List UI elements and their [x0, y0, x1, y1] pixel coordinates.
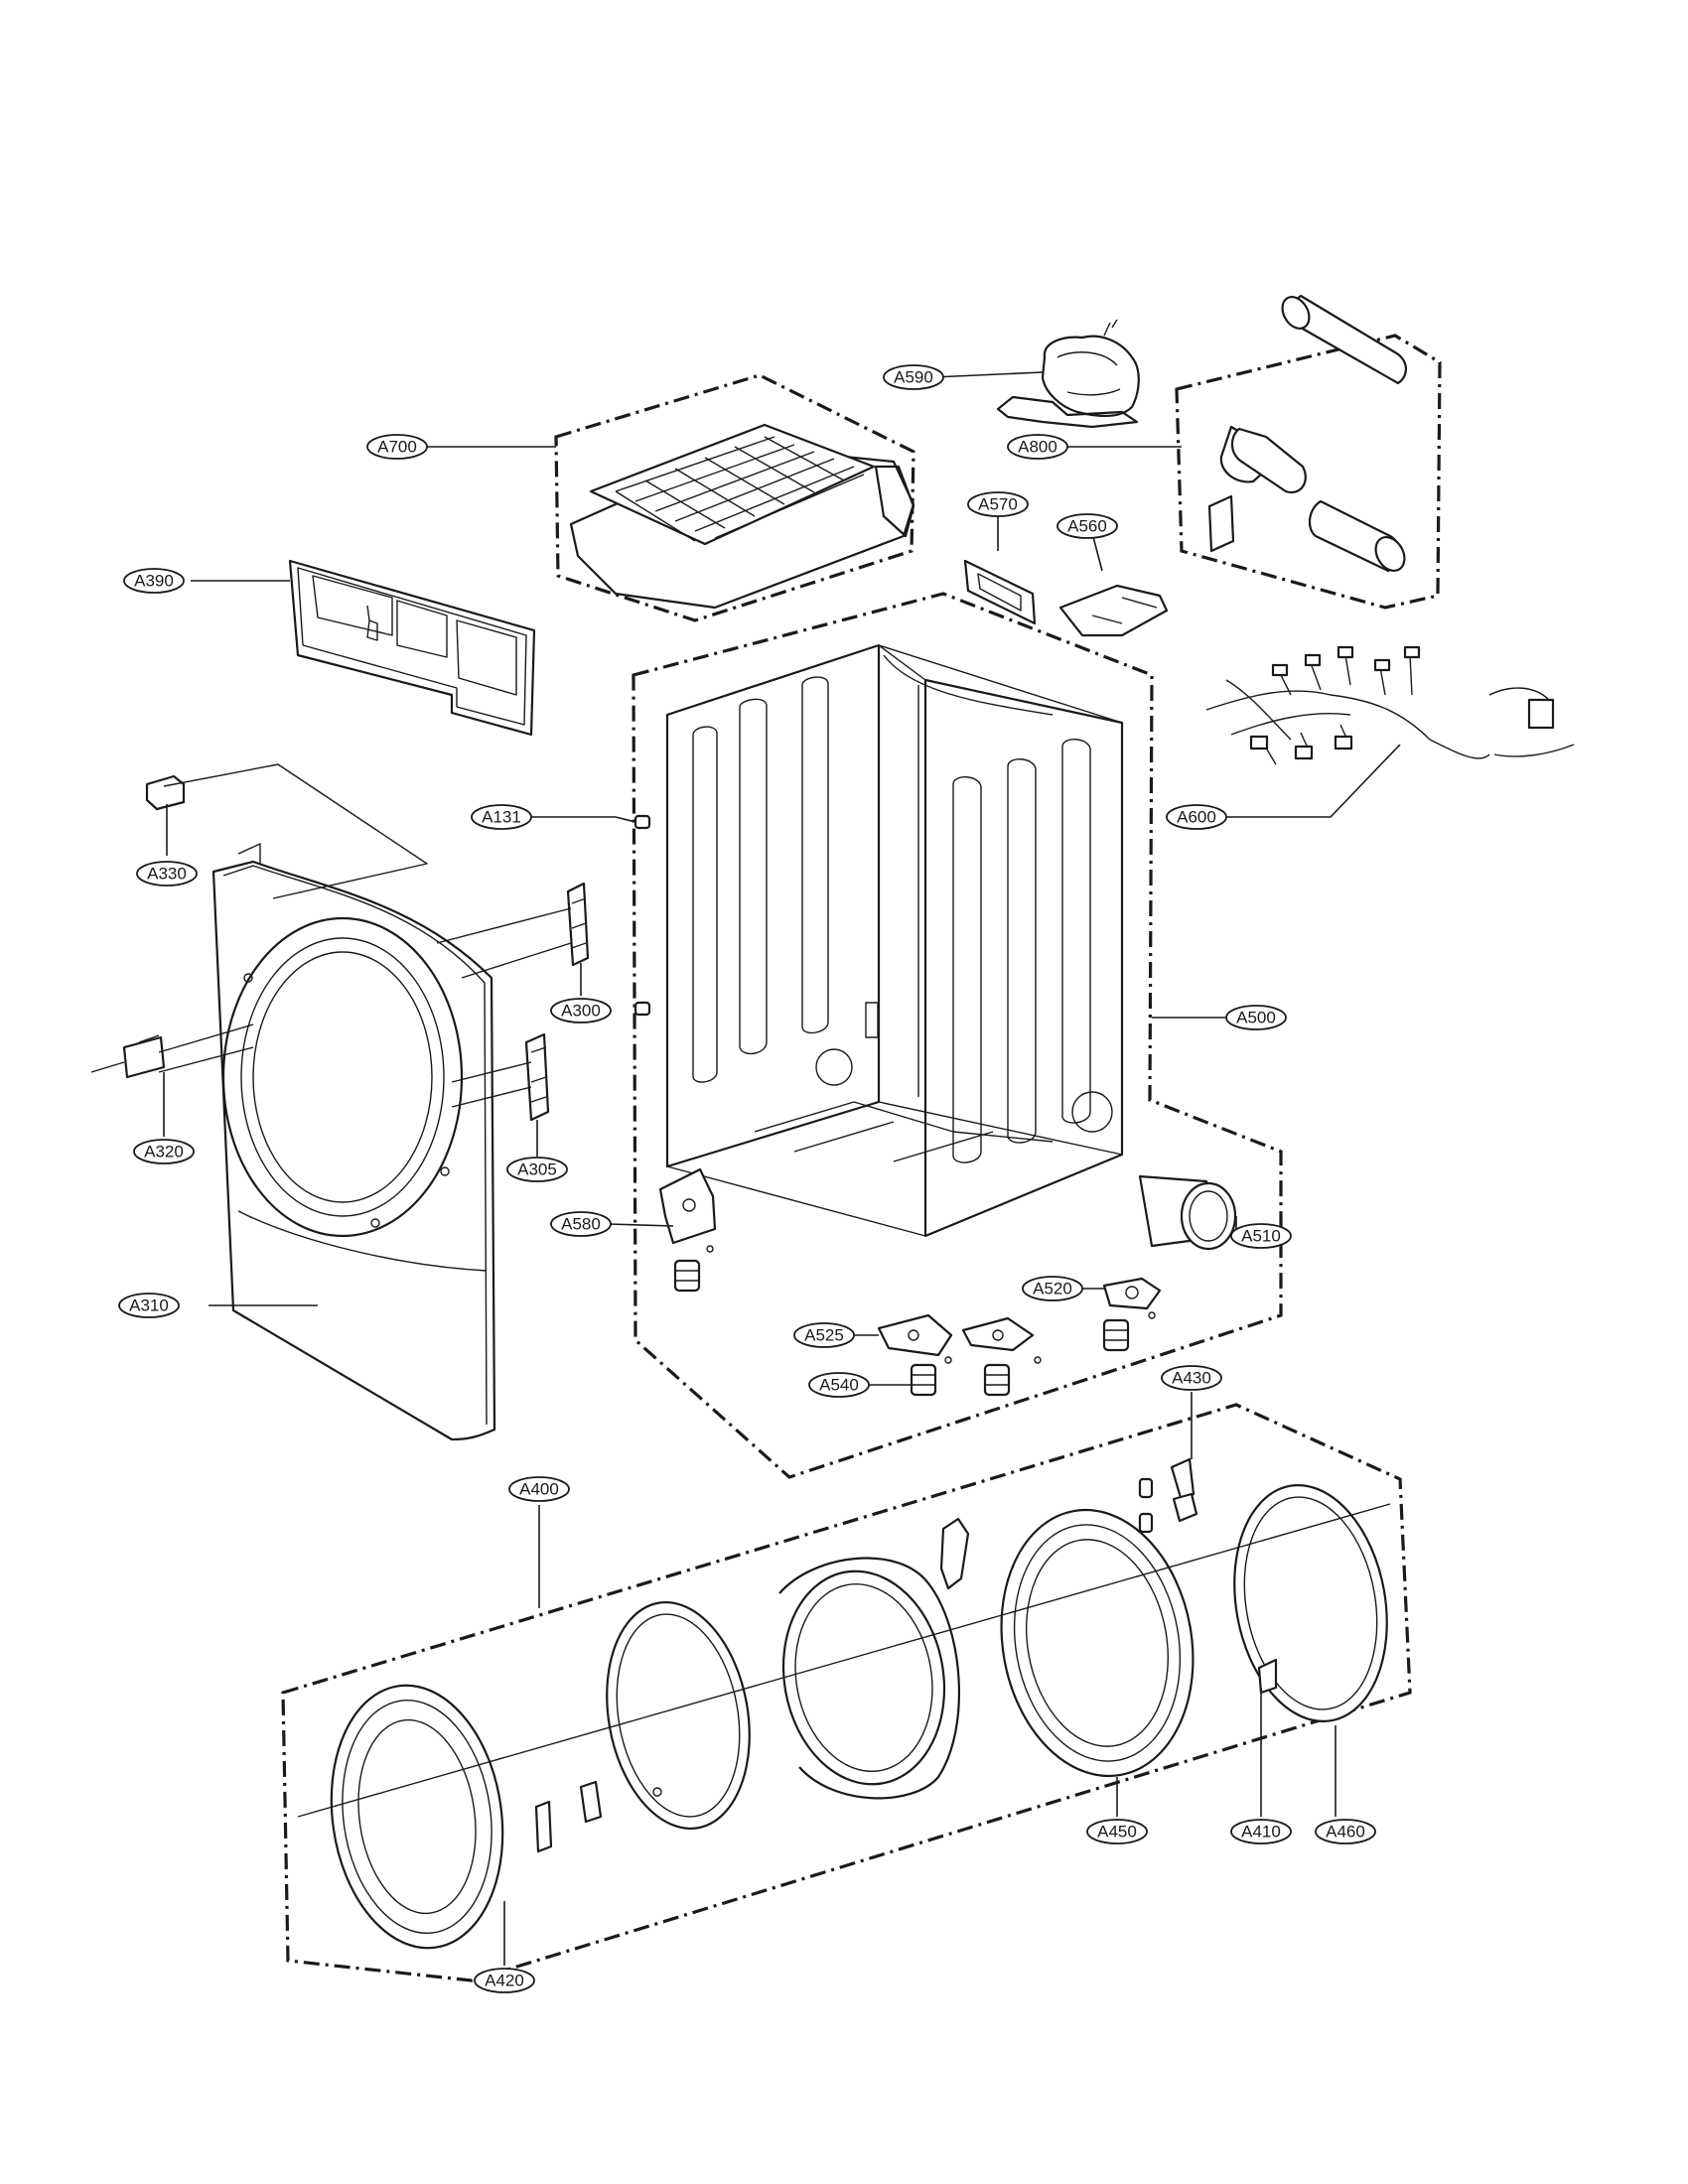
svg-text:A430: A430: [1172, 1369, 1211, 1388]
group-outline-a500: [632, 592, 1283, 1479]
svg-text:A560: A560: [1067, 517, 1107, 536]
callout-a540: A540: [808, 1372, 870, 1398]
callout-a305: A305: [506, 1157, 568, 1182]
vent-scoop: [1058, 584, 1169, 637]
svg-text:A330: A330: [147, 865, 187, 884]
svg-text:A525: A525: [804, 1326, 844, 1345]
callout-a131: A131: [471, 804, 532, 830]
callout-a590: A590: [883, 364, 944, 390]
callout-a600: A600: [1166, 804, 1227, 830]
callout-a500: A500: [1225, 1005, 1287, 1030]
callout-a310: A310: [118, 1293, 180, 1318]
callout-a300: A300: [550, 998, 612, 1024]
callout-a700: A700: [366, 434, 428, 460]
door-assembly: [297, 1457, 1391, 1950]
svg-text:A580: A580: [561, 1215, 601, 1234]
svg-text:A540: A540: [819, 1376, 859, 1395]
callout-a320: A320: [133, 1139, 195, 1164]
callout-a525: A525: [793, 1322, 855, 1348]
svg-text:A600: A600: [1177, 808, 1216, 827]
control-panel-bracket: [288, 559, 536, 737]
callout-a520: A520: [1022, 1276, 1083, 1301]
group-outline-a800: [1175, 334, 1442, 610]
svg-text:A390: A390: [134, 572, 174, 591]
callout-a560: A560: [1056, 513, 1118, 539]
callout-a800: A800: [1007, 434, 1068, 460]
front-handle-bar: [122, 1034, 166, 1079]
callout-a420: A420: [474, 1968, 535, 1993]
callout-a460: A460: [1315, 1819, 1376, 1844]
wire-harness: [1205, 645, 1575, 765]
callout-a570: A570: [967, 491, 1029, 517]
exhaust-duct-kit: [1207, 294, 1407, 573]
svg-text:A320: A320: [144, 1143, 184, 1161]
svg-text:A590: A590: [894, 368, 933, 387]
svg-text:A460: A460: [1326, 1823, 1365, 1842]
svg-text:A570: A570: [978, 495, 1018, 514]
svg-text:A500: A500: [1236, 1009, 1276, 1027]
cabinet-body: [665, 643, 1124, 1238]
vent-plate: [963, 559, 1037, 625]
assembly-guide-lines: [90, 763, 572, 1108]
group-outline-a400: [281, 1403, 1412, 1982]
svg-text:A300: A300: [561, 1002, 601, 1021]
callout-a330: A330: [136, 861, 198, 887]
leveling-brackets-and-feet: [658, 1167, 1162, 1397]
svg-text:A310: A310: [129, 1297, 169, 1315]
hinge-plates: [524, 882, 590, 1122]
callout-a400: A400: [508, 1476, 570, 1502]
front-panel: [211, 843, 496, 1441]
callout-a430: A430: [1161, 1365, 1222, 1391]
svg-text:A800: A800: [1018, 438, 1057, 457]
callout-a390: A390: [123, 568, 185, 594]
callout-a450: A450: [1086, 1819, 1148, 1844]
svg-text:A520: A520: [1033, 1280, 1072, 1298]
callout-a580: A580: [550, 1211, 612, 1237]
svg-text:A305: A305: [517, 1160, 557, 1179]
door-switch: [145, 774, 186, 811]
blower-housing: [996, 319, 1140, 429]
top-grille-frame: [569, 423, 915, 610]
exhaust-duct-stub: [1138, 1174, 1237, 1251]
svg-text:A400: A400: [519, 1480, 559, 1499]
callout-a510: A510: [1230, 1223, 1292, 1249]
svg-text:A700: A700: [377, 438, 417, 457]
door-axis-line: [297, 1503, 1391, 1818]
group-outline-a700: [554, 373, 915, 622]
callout-a410: A410: [1230, 1819, 1292, 1844]
svg-text:A450: A450: [1097, 1823, 1137, 1842]
svg-text:A510: A510: [1241, 1227, 1281, 1246]
cabinet-clips: [633, 814, 651, 1017]
svg-text:A420: A420: [485, 1972, 524, 1990]
leader-lines: [163, 371, 1401, 1966]
svg-text:A410: A410: [1241, 1823, 1281, 1842]
svg-text:A131: A131: [482, 808, 521, 827]
